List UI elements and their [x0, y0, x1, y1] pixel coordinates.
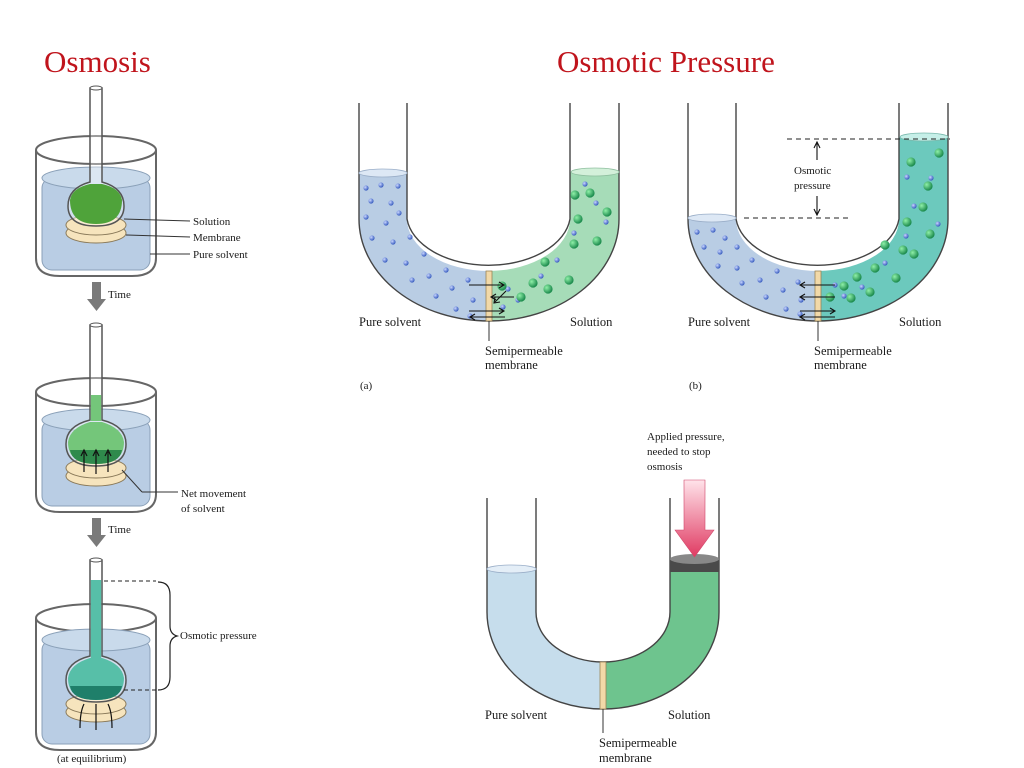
label-solution: Solution [193, 216, 231, 228]
label-time-2: Time [108, 524, 131, 536]
u-tube-b [687, 103, 949, 322]
time-arrow-2 [87, 518, 106, 547]
u-tube-c [486, 479, 720, 710]
label-a-membrane-2: membrane [485, 358, 538, 372]
label-b-pressure: pressure [794, 180, 831, 192]
label-b-pure-solvent: Pure solvent [688, 315, 751, 329]
label-b-membrane-1: Semipermeable [814, 344, 892, 358]
osmosis-title: Osmosis [44, 44, 151, 79]
osmotic-pressure-title: Osmotic Pressure [557, 44, 775, 79]
label-c-solution: Solution [668, 708, 711, 722]
time-arrow-1 [87, 282, 106, 311]
label-c-applied-2: needed to stop [647, 446, 711, 458]
panel-b-label: (b) [689, 380, 702, 392]
label-a-membrane-1: Semipermeable [485, 344, 563, 358]
beaker-2 [35, 322, 157, 513]
label-pure-solvent: Pure solvent [193, 249, 248, 261]
label-c-membrane-1: Semipermeable [599, 736, 677, 750]
label-c-pure-solvent: Pure solvent [485, 708, 548, 722]
label-b-osmotic: Osmotic [794, 165, 831, 177]
u-tube-a [358, 103, 620, 322]
label-a-solution: Solution [570, 315, 613, 329]
beaker-3 [35, 557, 157, 751]
label-time-1: Time [108, 289, 131, 301]
panel-a-label: (a) [360, 380, 373, 392]
label-at-equilibrium: (at equilibrium) [57, 753, 127, 765]
beaker-1 [35, 85, 157, 277]
label-net-movement-1: Net movement [181, 488, 246, 500]
label-a-pure-solvent: Pure solvent [359, 315, 422, 329]
label-net-movement-2: of solvent [181, 503, 225, 515]
label-c-applied-1: Applied pressure, [647, 431, 725, 443]
label-osmotic-pressure: Osmotic pressure [180, 630, 257, 642]
label-membrane: Membrane [193, 232, 241, 244]
label-c-applied-3: osmosis [647, 461, 682, 473]
label-c-membrane-2: membrane [599, 751, 652, 765]
label-b-membrane-2: membrane [814, 358, 867, 372]
label-b-solution: Solution [899, 315, 942, 329]
